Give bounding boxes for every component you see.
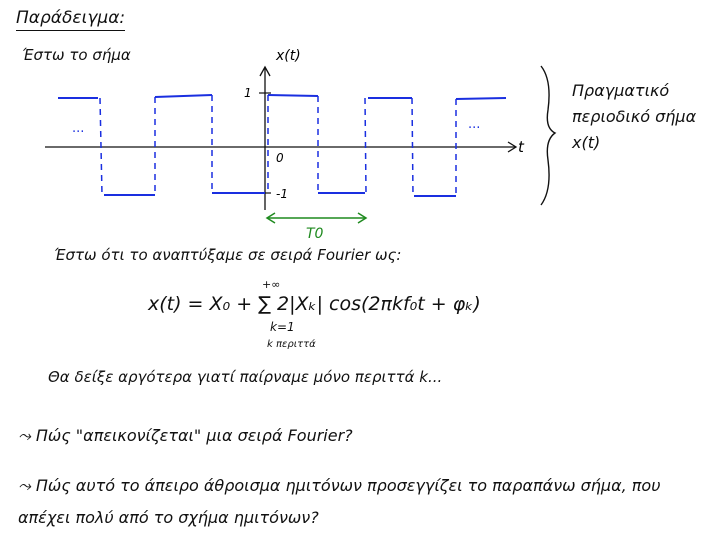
x-axis-arrow-icon [507, 141, 518, 153]
y-axis-arrow-icon [259, 65, 271, 77]
tick-label-low: -1 [276, 187, 288, 201]
square-wave-edges [99, 95, 457, 197]
sum-upper-limit: +∞ [262, 278, 281, 291]
intro-text: Έστω το σήμα [22, 46, 131, 64]
ellipsis-right: ... [468, 117, 480, 132]
question-1: ⤳ Πώς "απεικονίζεται" μια σειρά Fourier? [18, 426, 353, 445]
fourier-formula: x(t) = X₀ + ∑ 2|Xₖ| cos(2πkf₀t + φₖ) [148, 293, 481, 315]
side-note: Πραγματικό περιοδικό σήμα x(t) [572, 81, 697, 152]
square-wave [58, 94, 507, 197]
y-axis-label: x(t) [275, 48, 301, 64]
question-2: ⤳ Πώς αυτό το άπειρο άθροισμα ημιτόνων π… [18, 476, 661, 527]
odd-k-note: Θα δείξε αργότερα γιατί παίρναμε μόνο πε… [48, 368, 443, 386]
sum-note: k περιττά [267, 339, 316, 350]
brace-icon [540, 65, 557, 206]
page-title: Παράδειγμα: [16, 8, 126, 31]
sum-lower-limit: k=1 [270, 320, 295, 334]
tick-label-zero: 0 [276, 151, 284, 165]
x-axis-label: t [518, 138, 525, 156]
ellipsis-left: ... [72, 121, 84, 136]
period-arrowheads-icon [265, 212, 368, 224]
fourier-intro-text: Έστω ότι το αναπτύξαμε σε σειρά Fourier … [54, 246, 402, 264]
period-label: T0 [306, 226, 324, 242]
tick-label-high: 1 [244, 86, 252, 100]
